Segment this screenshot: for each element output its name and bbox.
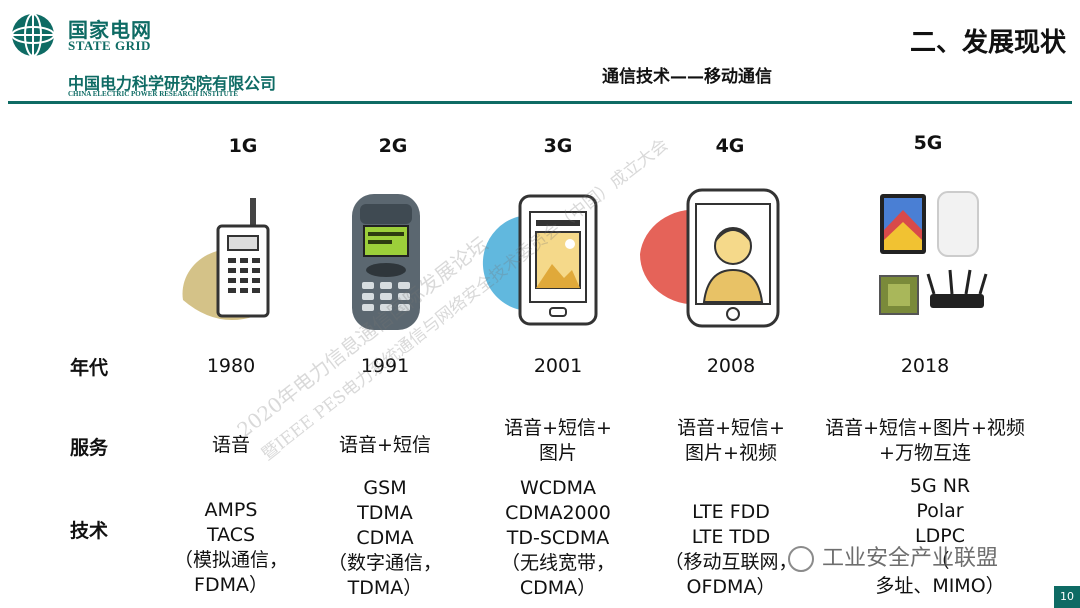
service-1g: 语音 [211, 434, 250, 456]
tech-1g: AMPS TACS （模拟通信， FDMA） [136, 498, 326, 598]
wechat-icon [788, 546, 814, 572]
tech-line: TDMA [357, 502, 413, 524]
tech-line: CDMA） [519, 577, 597, 599]
header-divider [8, 101, 1072, 104]
tech-line: （ [930, 550, 950, 572]
tech-2g: GSM TDMA CDMA （数字通信， TDMA） [290, 476, 480, 601]
tech-line: CDMA [356, 527, 414, 549]
1g-brick-phone-illustration [178, 190, 288, 334]
tech-line: 多址、MIMO） [875, 575, 1005, 597]
wechat-account-name: 工业安全产业联盟 [822, 546, 999, 571]
row-label-year: 年代 [70, 357, 109, 379]
logo [10, 12, 56, 58]
tech-line: LDPC [915, 525, 965, 547]
tech-line: CDMA2000 [505, 502, 611, 524]
4g-smartphone-illustration [638, 186, 788, 335]
tech-line: LTE TDD [691, 526, 771, 548]
slide-subtitle: 通信技术——移动通信 [602, 67, 772, 87]
tech-line: OFDMA） [686, 576, 776, 598]
service-2g: 语音+短信 [339, 434, 431, 456]
service-3g: 语音+短信+ 图片 [504, 417, 612, 464]
state-grid-globe-icon [11, 13, 55, 57]
org-name-en: CHINA ELECTRIC POWER RESEARCH INSTITUTE [68, 90, 238, 98]
tech-line: TACS [206, 524, 256, 546]
tech-line: TD-SCDMA [506, 527, 610, 549]
service-5g: 语音+短信+图片+视频 +万物互连 [825, 417, 1025, 464]
tech-5g: 5G NR Polar LDPC （ 多址、MIMO） [845, 474, 1035, 599]
5g-devices-illustration [878, 190, 988, 324]
year-1g: 1980 [206, 355, 256, 377]
section-title: 二、发展现状 [909, 28, 1066, 58]
row-label-tech: 技术 [70, 520, 109, 542]
gen-label-2g: 2G [378, 135, 408, 157]
year-4g: 2008 [706, 355, 756, 377]
tech-line: 5G NR [909, 475, 971, 497]
page-number: 10 [1054, 586, 1080, 608]
gen-label-3g: 3G [543, 135, 573, 157]
brick-phone-icon [182, 198, 270, 320]
tech-line: （移动互联网， [664, 551, 798, 573]
tech-line: AMPS [204, 499, 258, 521]
logo-text-cn: 国家电网 [68, 18, 152, 42]
watermark-line-2: 暨IEEE PES电力系统通信与网络安全技术委员会（中国）成立大会 [258, 135, 673, 465]
gen-label-1g: 1G [228, 135, 258, 157]
2g-feature-phone-illustration [346, 190, 426, 339]
tech-line: Polar [916, 500, 964, 522]
year-5g: 2018 [900, 355, 950, 377]
3g-smartphone-illustration [478, 190, 608, 334]
tech-4g: LTE FDD LTE TDD （移动互联网， OFDMA） [636, 500, 826, 600]
tablet-router-chip-icon [879, 191, 988, 315]
wechat-account-overlay: 工业安全产业联盟 [788, 540, 998, 572]
service-4g: 语音+短信+ 图片+视频 [677, 417, 785, 464]
smartphone-icon [482, 194, 598, 326]
touch-phone-icon [639, 188, 780, 328]
feature-phone-icon [352, 194, 420, 330]
logo-text-en: STATE GRID [68, 38, 151, 53]
year-3g: 2001 [533, 355, 583, 377]
org-name-cn: 中国电力科学研究院有限公司 [68, 74, 277, 93]
tech-line: （无线宽带， [500, 552, 615, 574]
tech-line: （数字通信， [327, 552, 442, 574]
tech-line: WCDMA [519, 477, 597, 499]
tech-line: LTE FDD [692, 501, 770, 523]
tech-line: FDMA） [194, 574, 268, 596]
tech-line: TDMA） [347, 577, 423, 599]
gen-label-4g: 4G [715, 135, 745, 157]
tech-line: GSM [363, 477, 407, 499]
row-label-service: 服务 [70, 437, 109, 459]
year-2g: 1991 [360, 355, 410, 377]
gen-label-5g: 5G [913, 132, 943, 154]
tech-3g: WCDMA CDMA2000 TD-SCDMA （无线宽带， CDMA） [463, 476, 653, 601]
tech-line: （模拟通信， [173, 549, 288, 571]
